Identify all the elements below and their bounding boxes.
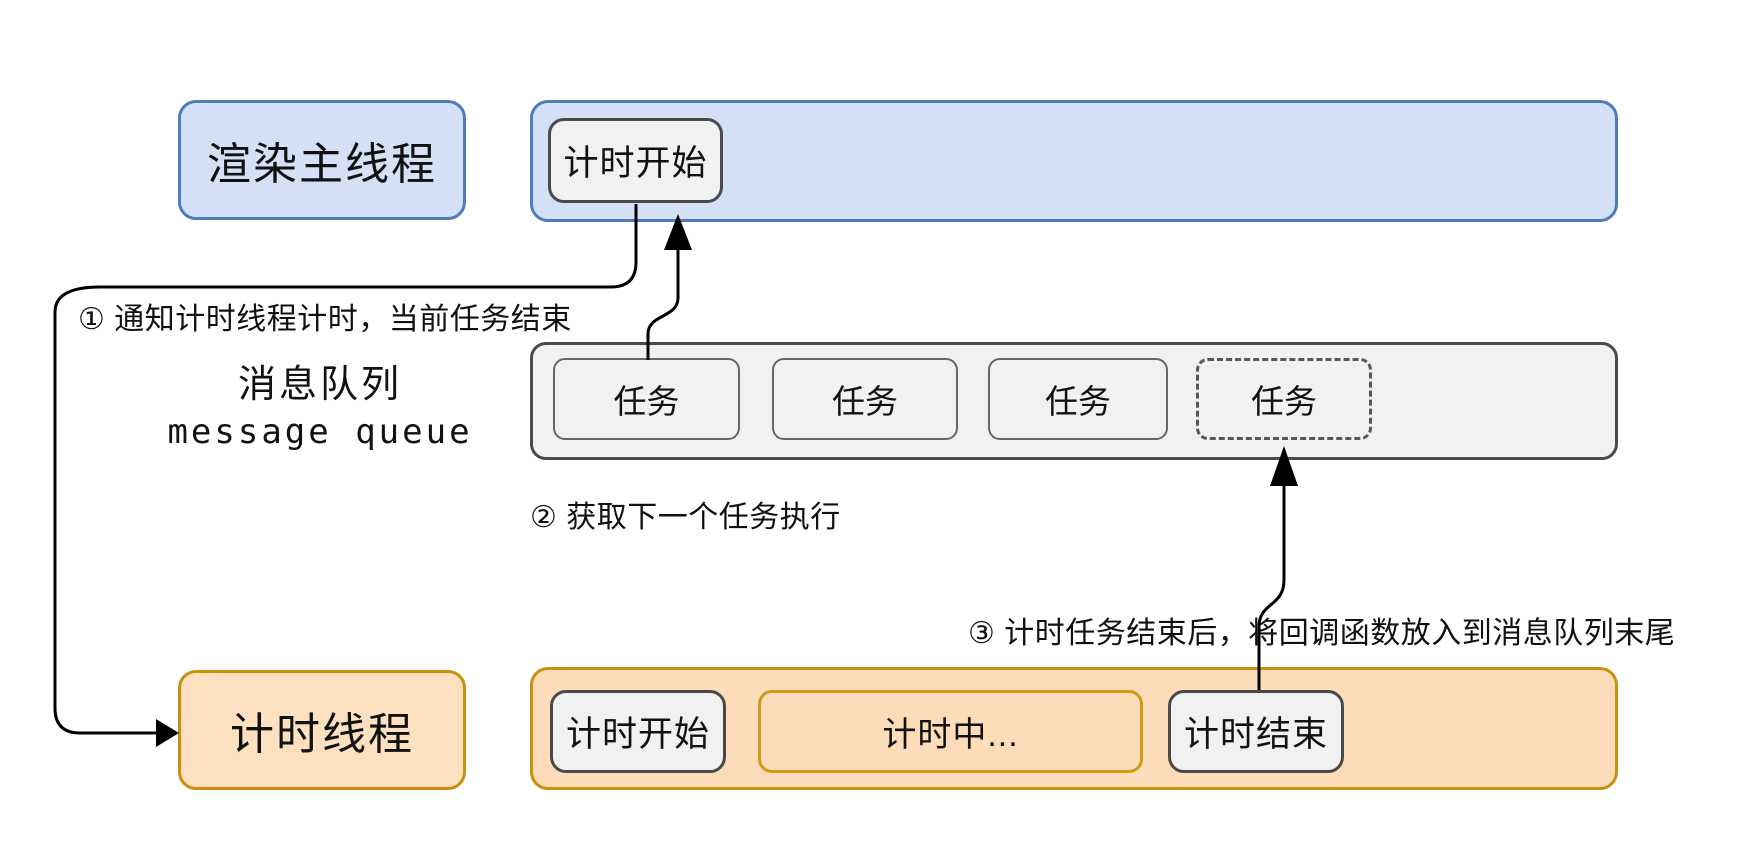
timer-start-box-main-thread: 计时开始 [548,118,723,203]
annotation-step2: ② 获取下一个任务执行 [530,501,841,534]
timing-in-progress-box: 计时中... [758,690,1143,773]
task-box-2: 任务 [772,358,958,440]
task-box-4-pending-callback: 任务 [1196,358,1372,440]
render-main-thread-label: 渲染主线程 [178,100,466,220]
timer-end-box: 计时结束 [1168,690,1344,773]
annotation-step1: ① 通知计时线程计时，当前任务结束 [78,303,572,336]
timer-start-box-timer-thread: 计时开始 [550,690,726,773]
timer-thread-label: 计时线程 [178,670,466,790]
arrow-step2-next-task [646,214,692,360]
arrow-step1-notify-timer-thread [53,204,638,747]
message-queue-label: 消息队列 message queue [120,362,520,456]
message-queue-title-cn: 消息队列 [237,364,402,406]
task-box-1: 任务 [553,358,740,440]
arrow-step3-enqueue-callback [1257,446,1298,690]
annotation-step3: ③ 计时任务结束后，将回调函数放入到消息队列末尾 [968,617,1676,650]
task-box-3: 任务 [988,358,1168,440]
message-queue-title-en: message queue [167,412,473,452]
